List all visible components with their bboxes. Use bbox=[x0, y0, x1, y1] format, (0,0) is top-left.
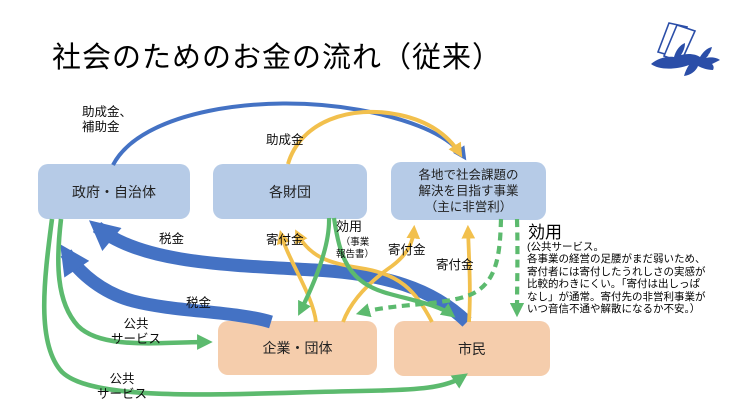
node-government: 政府・自治体 bbox=[38, 164, 190, 219]
bird-eye-icon bbox=[708, 53, 712, 57]
node-foundations: 各財団 bbox=[213, 164, 367, 219]
bird-icon bbox=[651, 43, 720, 76]
label-grants: 助成金 bbox=[266, 133, 304, 147]
page-title: 社会のためのお金の流れ（従来） bbox=[52, 42, 503, 74]
bird-logo bbox=[651, 22, 720, 76]
label-donation-from-citizens: 寄付金 bbox=[436, 258, 474, 272]
arrow-report-foundations-to-companies bbox=[298, 217, 332, 316]
node-citizens: 市民 bbox=[394, 321, 550, 376]
label-donation-to-foundations: 寄付金 bbox=[266, 233, 304, 247]
arrow-donation-citizens-to-projects bbox=[461, 224, 476, 323]
label-grants-subsidies: 助成金、 補助金 bbox=[82, 105, 133, 134]
label-public-service-citizens: 公共 サービス bbox=[96, 372, 147, 401]
arrow-utility-projects-to-companies bbox=[355, 218, 504, 318]
label-donation-from-companies: 寄付金 bbox=[388, 243, 426, 257]
label-utility-report-title: 効用 bbox=[336, 219, 363, 234]
label-tax-citizens: 税金 bbox=[159, 232, 185, 246]
arrow-grants-foundations-to-projects bbox=[286, 109, 463, 165]
node-projects: 各地で社会課題の 解決を目指す事業 （主に非営利） bbox=[391, 162, 546, 220]
label-utility-report-sub: （事業 報告書） bbox=[335, 237, 374, 260]
utility-note-title: 効用 bbox=[528, 223, 562, 242]
label-tax-companies: 税金 bbox=[186, 296, 212, 310]
arrow-tax-companies-to-government bbox=[60, 244, 273, 329]
label-public-service-companies: 公共 サービス bbox=[110, 317, 161, 346]
node-companies: 企業・団体 bbox=[218, 321, 377, 375]
utility-note-body: (公共サービス。 各事業の経営の足腰がまだ弱いため、 寄付者には寄付したうれしさ… bbox=[527, 241, 706, 316]
